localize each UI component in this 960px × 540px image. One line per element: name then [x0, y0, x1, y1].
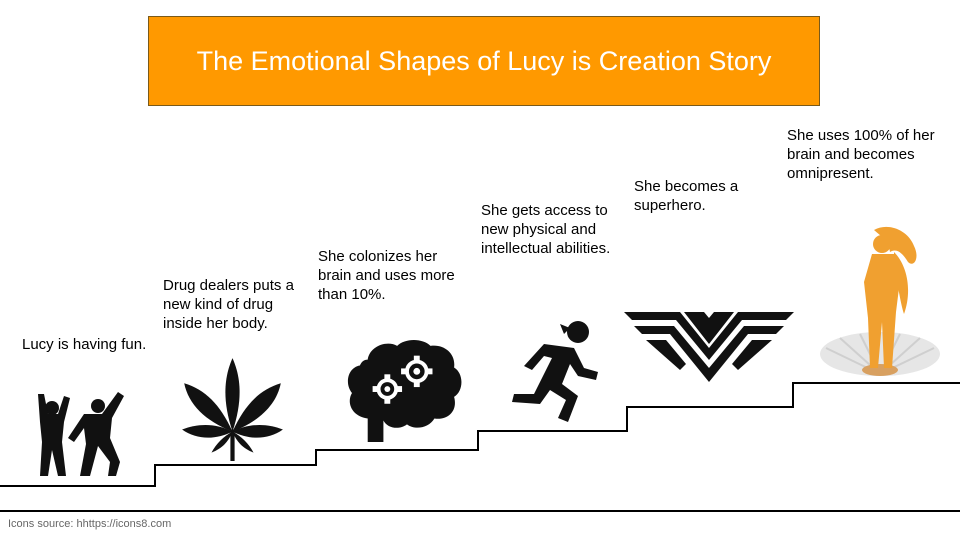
step-1-caption: Lucy is having fun. — [22, 336, 147, 353]
step-5-caption: She becomes a superhero. — [634, 178, 739, 214]
running-person-icon — [512, 321, 598, 422]
brain-gears-icon — [347, 339, 462, 443]
step-2-caption: Drug dealers puts a new kind of drug ins… — [163, 277, 294, 332]
step-6-caption: She uses 100% of her brain and becomes o… — [787, 127, 935, 182]
diagram-title: The Emotional Shapes of Lucy is Creation… — [196, 45, 772, 76]
step-4-caption: She gets access to new physical and inte… — [481, 202, 611, 257]
icons-source-footer: Icons source: hhttps://icons8.com — [8, 518, 172, 530]
birth-of-venus-icon — [820, 226, 940, 376]
cannabis-leaf-icon — [182, 358, 283, 461]
wonder-woman-logo-icon — [624, 312, 794, 382]
title-banner: The Emotional Shapes of Lucy is Creation… — [148, 16, 820, 106]
staircase-line — [0, 382, 960, 487]
dancing-people-icon — [38, 392, 124, 476]
step-3-caption: She colonizes her brain and uses more th… — [318, 248, 455, 303]
